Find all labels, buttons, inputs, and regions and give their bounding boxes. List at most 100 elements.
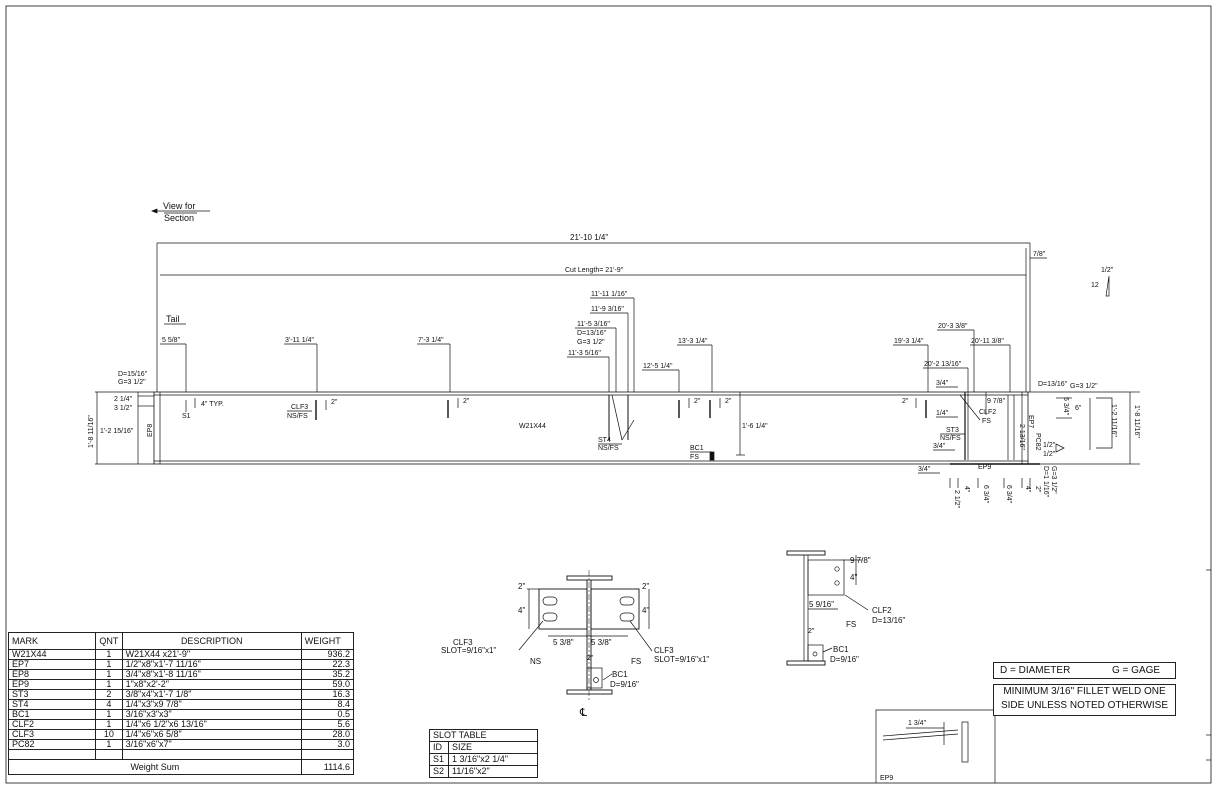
- st3-label: ST3: [946, 427, 959, 434]
- weight-sum-value: 1114.6: [300, 759, 355, 775]
- table-row: S2 11/16"x2": [429, 765, 538, 778]
- detail-clf2: CLF2: [872, 606, 892, 615]
- pc82-label: PC82: [1034, 433, 1041, 451]
- ep9-view: 1 3/4" EP9: [875, 709, 996, 783]
- detail-view: 9 7/8" 4" 5 9/16" CLF2 D=13/16" FS 2" BC…: [786, 550, 905, 666]
- dim-11-11: 11'-11 1/16": [591, 291, 628, 298]
- bom-weight: 16.3: [300, 689, 355, 700]
- slot-header-id: ID: [429, 741, 449, 754]
- bom-mark: EP9: [7, 679, 97, 690]
- dim-11-3: 11'-3 5/16": [568, 350, 601, 357]
- dim-20-3: 20'-3 3/8": [938, 323, 968, 330]
- slot-table-header-row: ID SIZE: [429, 741, 538, 754]
- dim-2-13-16: 2 13/16": [1018, 424, 1025, 450]
- spacing-2-b: 2": [463, 398, 470, 405]
- right-diameter: D=13/16": [1038, 381, 1068, 388]
- weight-sum-label: Weight Sum: [8, 759, 302, 775]
- bom-weight: 35.2: [300, 669, 355, 680]
- bom-weight: 3.0: [300, 739, 355, 750]
- mid-gage: G=3 1/2": [577, 339, 605, 346]
- detail-bc1: BC1: [833, 645, 849, 654]
- slope-rise: 1/2": [1101, 267, 1114, 274]
- section-slot-l: SLOT=9/16"x1": [441, 646, 496, 655]
- half-inch-b: 1/2": [1043, 451, 1056, 458]
- centerline-symbol: ℄: [579, 707, 587, 719]
- slot-s1-label: S1: [182, 413, 191, 420]
- dim-9-7-8: 9 7/8": [987, 398, 1006, 405]
- clf2-fs: FS: [982, 418, 991, 425]
- bom-qnt: 1: [95, 649, 123, 660]
- bottom-4: 4": [963, 486, 970, 493]
- end-offset-label: 7/8": [1033, 251, 1046, 258]
- spacing-2-d: 2": [725, 398, 732, 405]
- ep9-view-label: EP9: [880, 775, 893, 782]
- spacing-2-c: 2": [694, 398, 701, 405]
- sheet-border: [5, 5, 1212, 784]
- half-inch-a: 1/2": [1043, 442, 1056, 449]
- section-clf3-l: CLF3: [453, 638, 473, 647]
- dim-6: 6": [1075, 405, 1082, 412]
- bom-qnt: 1: [95, 679, 123, 690]
- bom-weight: 5.6: [300, 719, 355, 730]
- bom-description: 1/4"x6 1/2"x6 13/16": [121, 719, 302, 730]
- dim-13-3: 13'-3 1/4": [678, 338, 708, 345]
- bom-qnt: 1: [95, 719, 123, 730]
- bom-qnt: 1: [95, 659, 123, 670]
- detail-9-7-8: 9 7/8": [850, 556, 871, 565]
- bom-weight: 0.5: [300, 709, 355, 720]
- ep9-label: EP9: [978, 464, 991, 471]
- dim-1-2-15-16: 1'-2 15/16": [100, 428, 134, 435]
- dim-2-1-4: 2 1/4": [114, 396, 133, 403]
- st4-nsfs: NS/FS: [598, 445, 619, 452]
- bom-description: 3/4"x8"x1'-8 11/16": [121, 669, 302, 680]
- st4-label: ST4: [598, 437, 611, 444]
- slot-table: SLOT TABLE ID SIZE S1 1 3/16"x2 1/4" S2 …: [429, 729, 538, 778]
- ep7-label: EP7: [1027, 415, 1034, 428]
- mid-diameter: D=13/16": [577, 330, 607, 337]
- dim-1-6: 1'-6 1/4": [742, 423, 768, 430]
- bc1-fs: FS: [690, 454, 699, 461]
- tail-label: Tail: [166, 314, 180, 324]
- table-row: S1 1 3/16"x2 1/4": [429, 753, 538, 766]
- legend-gage: G = GAGE: [1112, 665, 1161, 676]
- slot-table-title: SLOT TABLE: [429, 729, 538, 742]
- section-fs: FS: [631, 657, 641, 666]
- weld-3-4-b: 3/4": [933, 443, 946, 450]
- dim-20-2: 20'-2 13/16": [924, 361, 962, 368]
- weld-3-4-c: 3/4": [918, 466, 931, 473]
- bom-blank-cell: [95, 749, 123, 760]
- bom-description: 1"x8"x2'-2": [121, 679, 302, 690]
- bom-description: W21X44 x21'-9": [121, 649, 302, 660]
- slope-symbol: 1/2" 12: [1091, 267, 1114, 297]
- slot-size: 11/16"x2": [448, 765, 538, 778]
- bom-blank-cell: [300, 749, 355, 760]
- section-bc1: BC1: [612, 670, 628, 679]
- weld-note: MINIMUM 3/16" FILLET WELD ONE SIDE UNLES…: [993, 684, 1176, 716]
- bom-blank-cell: [121, 749, 302, 760]
- left-gage: G=3 1/2": [118, 379, 146, 386]
- bom-mark: EP8: [7, 669, 97, 680]
- bom-header-description: DESCRIPTION: [121, 632, 302, 650]
- dim-7-3: 7'-3 1/4": [418, 337, 444, 344]
- bom-header-qnt: QNT: [95, 632, 123, 650]
- slot-header-size: SIZE: [448, 741, 538, 754]
- bom-mark: PC82: [7, 739, 97, 750]
- bom-description: 3/8"x4"x1'-7 1/8": [121, 689, 302, 700]
- section-label: Section: [164, 213, 194, 223]
- bom-description: 1/2"x8"x1'-7 11/16": [121, 659, 302, 670]
- dim-1-8-11-16: 1'-8 11/16": [88, 415, 95, 448]
- section-2-tl: 2": [518, 582, 525, 591]
- view-for-section-note: View for Section: [151, 201, 210, 223]
- dim-12-5: 12'-5 1/4": [643, 363, 673, 370]
- bom-mark: EP7: [7, 659, 97, 670]
- dim-1-8-11-16-r: 1'-8 11/16": [1133, 405, 1140, 438]
- dim-20-11: 20'-11 3/8": [971, 338, 1004, 345]
- legend-diameter: D = DIAMETER: [1000, 665, 1071, 676]
- detail-bc1-d: D=9/16": [830, 655, 859, 664]
